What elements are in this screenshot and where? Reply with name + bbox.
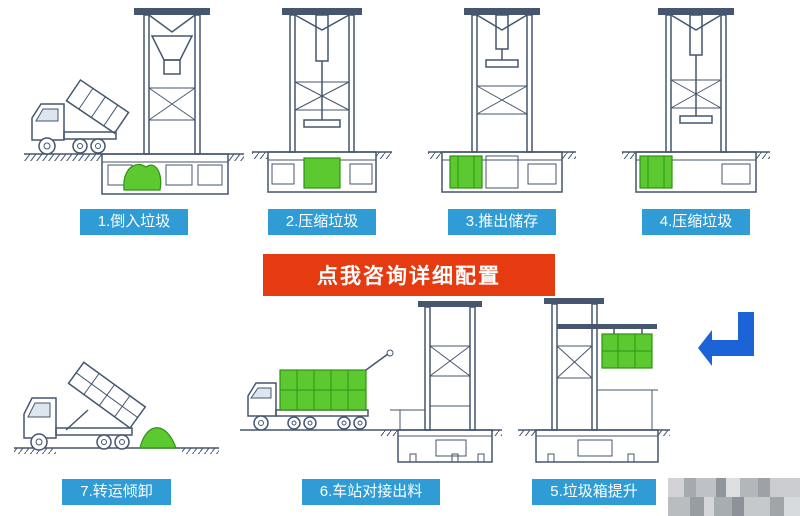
- step-4-diagram-compression: [622, 8, 770, 193]
- garbage-block: [639, 155, 673, 189]
- garbage-pile: [123, 163, 162, 191]
- step-3-label: 3.推出储存: [447, 209, 557, 235]
- consult-banner-button[interactable]: 点我咨询详细配置: [263, 254, 555, 296]
- step-6-diagram-docking-station: [240, 301, 502, 463]
- garbage-block: [303, 157, 341, 189]
- watermark: [668, 478, 800, 516]
- step-2-label: 2.压缩垃圾: [267, 209, 377, 235]
- step-5-diagram-container-lift: [518, 298, 670, 463]
- garbage-block: [449, 155, 483, 189]
- step-1-label: 1.倒入垃圾: [79, 209, 189, 235]
- step-6-label: 6.车站对接出料: [301, 479, 441, 505]
- step-7: 7.转运倾卸: [14, 300, 219, 505]
- step-3: 3.推出储存: [428, 2, 576, 235]
- step-1: 1.倒入垃圾: [24, 2, 244, 235]
- step-4: 4.压缩垃圾: [622, 2, 770, 235]
- step-5: 5.垃圾箱提升: [518, 294, 670, 505]
- step-6: 6.车站对接出料: [240, 296, 502, 505]
- step-7-label: 7.转运倾卸: [62, 479, 171, 505]
- step-4-label: 4.压缩垃圾: [641, 209, 751, 235]
- flow-arrow-left-icon: [698, 312, 754, 366]
- step-1-diagram-truck-dumping: [24, 8, 244, 195]
- garbage-pile: [139, 427, 177, 449]
- step-2-diagram-compression: [252, 8, 392, 193]
- step-2: 2.压缩垃圾: [252, 2, 392, 235]
- step-5-label: 5.垃圾箱提升: [532, 479, 656, 505]
- step-3-diagram-push-storage: [428, 8, 576, 193]
- step-7-diagram-truck-tipping: [14, 361, 219, 454]
